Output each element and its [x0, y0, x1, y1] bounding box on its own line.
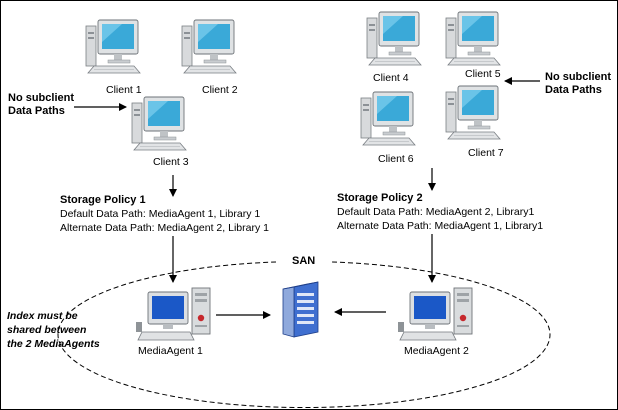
- client-4-label: Client 4: [373, 72, 409, 84]
- storage-policy-2-title: Storage Policy 2: [337, 192, 423, 204]
- index-note-line-2: shared between: [7, 324, 86, 336]
- index-note-line-3: the 2 MediaAgents: [7, 338, 100, 350]
- client-3-label: Client 3: [153, 156, 189, 168]
- media-agent-1-label: MediaAgent 1: [138, 345, 203, 357]
- client-3-icon: [131, 96, 187, 151]
- client-2-icon: [181, 19, 237, 74]
- media-agent-2-label: MediaAgent 2: [404, 345, 469, 357]
- client-6-icon: [360, 91, 416, 146]
- client-4-icon: [366, 11, 422, 66]
- right-note-line-1: No subclient: [545, 71, 611, 83]
- left-note-line-2: Data Paths: [8, 105, 65, 117]
- client-2-label: Client 2: [202, 84, 238, 96]
- library-icon: [282, 281, 319, 338]
- storage-policy-2-default: Default Data Path: MediaAgent 2, Library…: [337, 206, 534, 218]
- san-boundary: [57, 261, 551, 409]
- san-label: SAN: [292, 255, 315, 267]
- index-note-line-1: Index must be: [7, 310, 78, 322]
- client-1-icon: [85, 19, 141, 74]
- client-5-label: Client 5: [465, 68, 501, 80]
- client-6-label: Client 6: [378, 153, 414, 165]
- media-agent-2-icon: [397, 287, 473, 341]
- client-7-label: Client 7: [468, 147, 504, 159]
- client-5-icon: [445, 11, 501, 66]
- right-note-line-2: Data Paths: [545, 84, 602, 96]
- client-1-label: Client 1: [106, 84, 142, 96]
- storage-policy-2-alternate: Alternate Data Path: MediaAgent 1, Libra…: [337, 220, 543, 232]
- media-agent-1-icon: [135, 287, 211, 341]
- storage-policy-1-title: Storage Policy 1: [60, 194, 146, 206]
- client-7-icon: [445, 85, 501, 140]
- storage-policy-1-default: Default Data Path: MediaAgent 1, Library…: [60, 208, 260, 220]
- left-note-line-1: No subclient: [8, 92, 74, 104]
- storage-policy-1-alternate: Alternate Data Path: MediaAgent 2, Libra…: [60, 222, 269, 234]
